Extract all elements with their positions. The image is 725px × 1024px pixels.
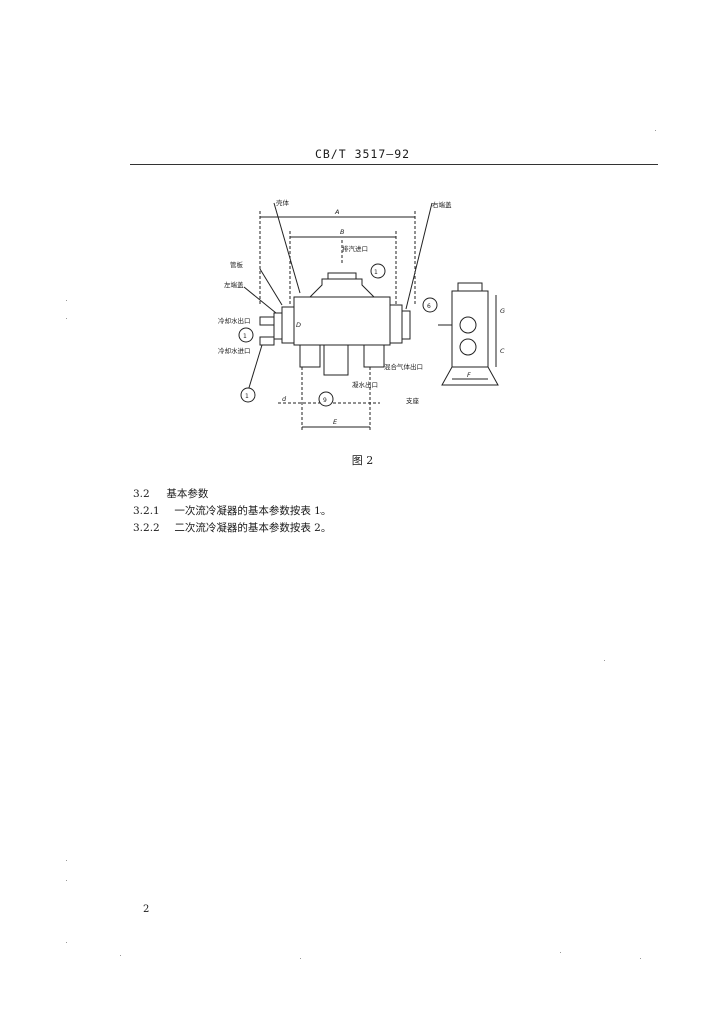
standard-code-header: CB/T 3517—92	[314, 147, 411, 161]
support-left	[299, 344, 321, 368]
leader-left-cover	[243, 286, 277, 314]
side-view-body	[451, 290, 489, 368]
callout-number-top: 1	[374, 269, 378, 276]
dim-label-d: d	[282, 395, 287, 403]
side-view-port-top	[459, 316, 477, 334]
dim-label-g: G	[500, 307, 505, 315]
label-condensate-outlet: 凝水出口	[352, 380, 378, 389]
side-view-top	[457, 282, 483, 292]
callout-number-left: 1	[243, 333, 247, 340]
label-air-outlet: 混合气体出口	[384, 362, 423, 371]
label-support: 支座	[406, 396, 420, 405]
water-outlet-nozzle	[259, 316, 275, 326]
callout-number-right: 6	[427, 303, 431, 310]
support-right	[363, 344, 385, 368]
condenser-drawing-svg: 壳体 管板 左端盖 冷却水出口 冷却水进口 排汽进口 右端盖 凝水出口 混合气体…	[218, 198, 505, 431]
leader-callout-bottom-left	[247, 344, 263, 392]
label-left-cover: 左端盖	[224, 280, 244, 289]
section-text: 一次流冷凝器的基本参数按表 1。	[174, 505, 332, 517]
label-cooling-water-outlet: 冷却水出口	[218, 316, 251, 325]
side-view-port-bottom	[459, 338, 477, 356]
callout-number-bottom-left: 1	[245, 393, 249, 400]
side-view-base	[441, 366, 499, 386]
leader-shell	[273, 202, 301, 294]
label-right-cover: 右端盖	[432, 200, 452, 209]
header-rule	[130, 164, 658, 165]
section-number: 3.2	[133, 488, 150, 500]
callout-circle-left	[238, 327, 254, 343]
dim-label-b: B	[340, 228, 345, 236]
right-cover	[401, 310, 411, 340]
dim-label-e: E	[333, 418, 338, 426]
section-3-2-2: 3.2.2 二次流冷凝器的基本参数按表 2。	[133, 520, 331, 535]
condensate-outlet-box	[323, 344, 349, 376]
dim-label-a: A	[334, 208, 339, 216]
label-shell: 壳体	[276, 198, 290, 207]
shell-body	[293, 296, 391, 346]
label-steam-inlet: 排汽进口	[342, 244, 368, 253]
label-cooling-water-inlet: 冷却水进口	[218, 346, 251, 355]
figure-caption: 图 2	[351, 454, 374, 467]
section-text: 二次流冷凝器的基本参数按表 2。	[174, 522, 332, 534]
callout-circle-bottom-left	[240, 387, 256, 403]
callout-circle-bottom	[318, 391, 334, 407]
leader-right-cover	[405, 202, 433, 310]
section-number: 3.2.1	[133, 505, 160, 517]
dim-label-c: C	[500, 347, 505, 355]
callout-circle-right	[422, 297, 438, 313]
right-flange	[389, 304, 403, 344]
dome-outline	[309, 278, 375, 298]
callout-number-bottom: 9	[323, 397, 327, 404]
section-3-2-1: 3.2.1 一次流冷凝器的基本参数按表 1。	[133, 503, 331, 518]
steam-inlet-flange	[327, 272, 357, 280]
leader-tube-plate	[259, 268, 283, 306]
section-number: 3.2.2	[133, 522, 160, 534]
water-inlet-nozzle	[259, 336, 275, 346]
condenser-drawing: 壳体 管板 左端盖 冷却水出口 冷却水进口 排汽进口 右端盖 凝水出口 混合气体…	[210, 195, 515, 440]
label-tube-plate: 管板	[230, 260, 244, 269]
section-text: 基本参数	[166, 488, 209, 500]
callout-circle-top	[370, 263, 386, 279]
left-cover	[273, 312, 283, 340]
left-flange	[281, 306, 295, 344]
section-3-2: 3.2 基本参数	[133, 486, 208, 501]
dim-label-f: F	[467, 371, 471, 379]
page-number: 2	[143, 904, 150, 915]
dim-label-d-upper: D	[296, 321, 301, 329]
